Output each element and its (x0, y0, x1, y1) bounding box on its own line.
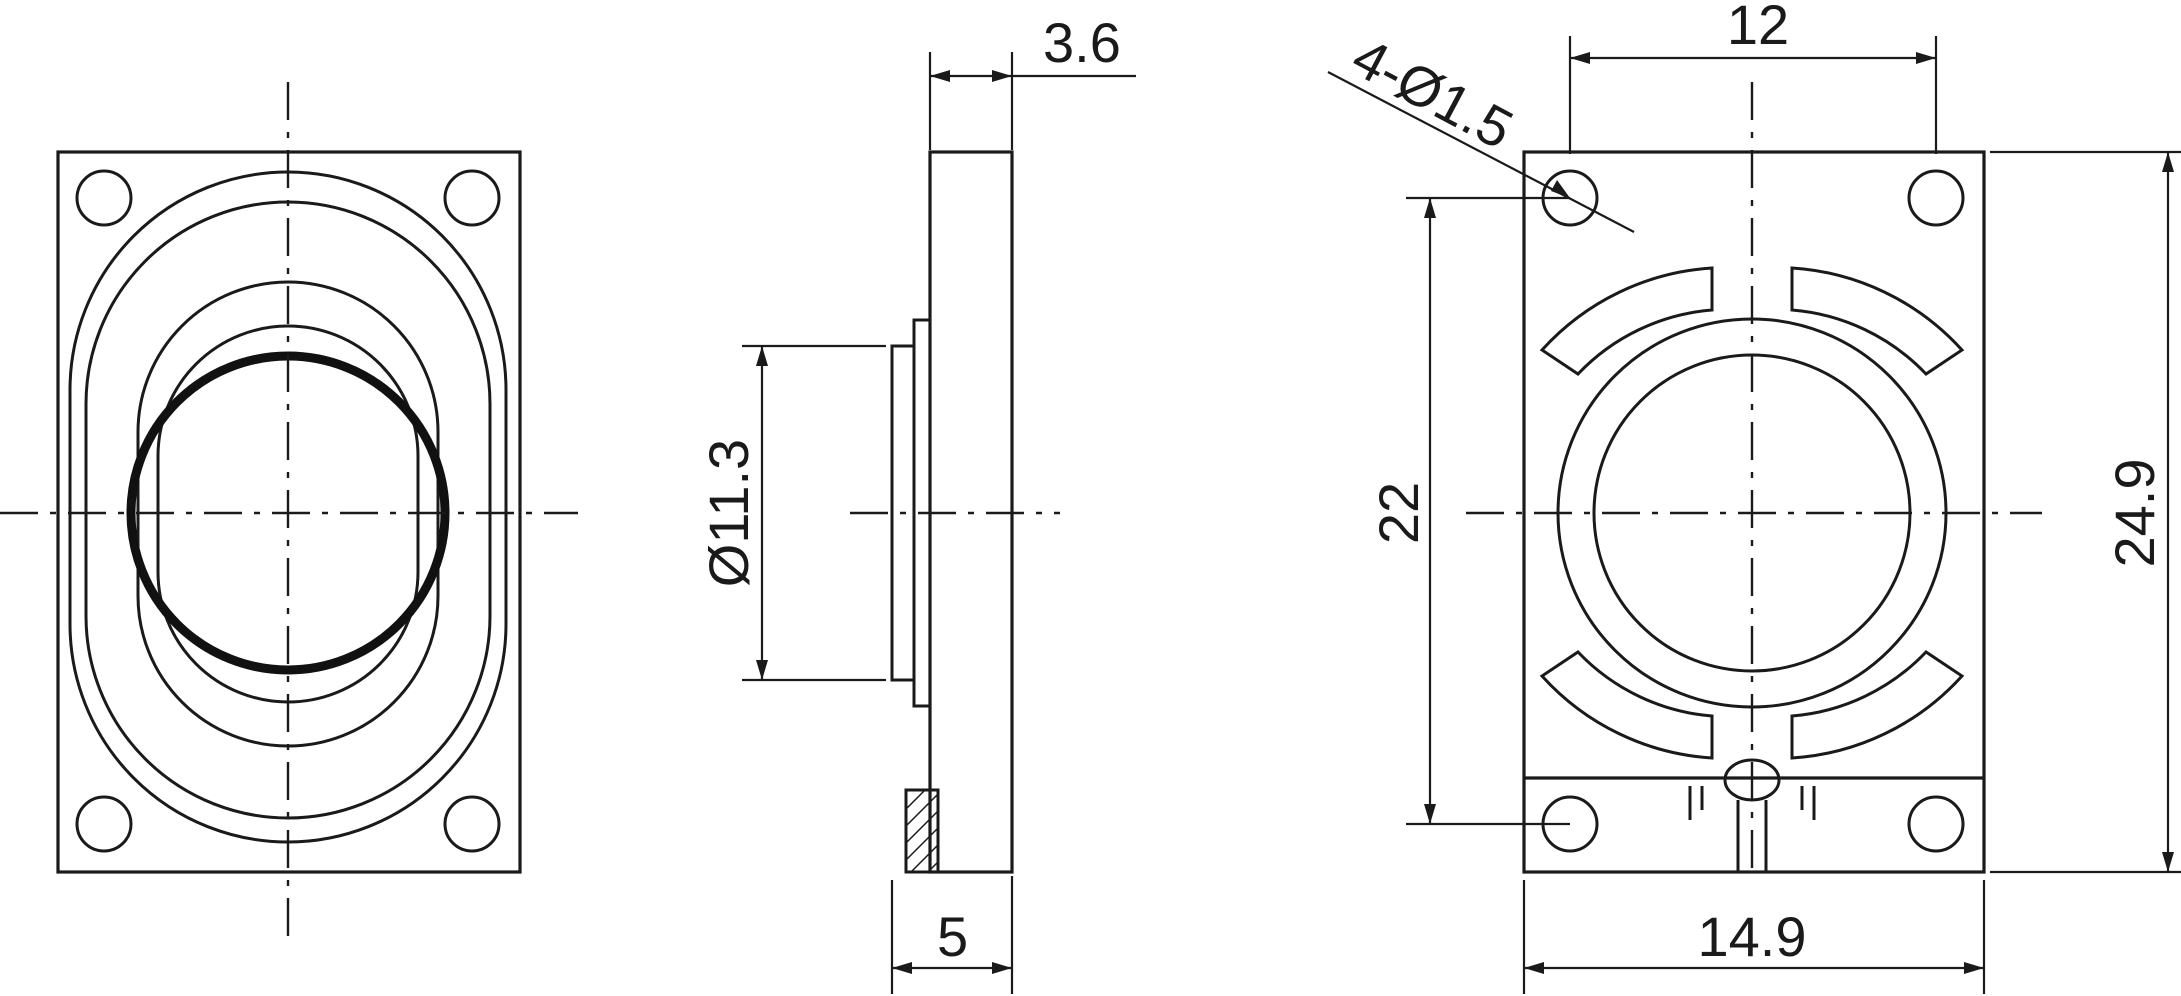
dim-label-height: 24.9 (2103, 459, 2166, 568)
front-mount-hole-top-right (443, 169, 501, 227)
back-mount-hole-bottom-right (1907, 795, 1965, 853)
dim-arrow (1424, 804, 1436, 824)
dim-label-diameter: Ø11.3 (697, 439, 760, 587)
dim-label-thickness-bottom: 5 (937, 905, 968, 968)
back-frame (1522, 150, 1986, 874)
back-vent-slot-bottom-left (1539, 650, 1714, 760)
dim-arrow (1964, 962, 1984, 974)
side-cover-plate (890, 344, 916, 682)
dim-label-holes: 4-Ø1.5 (1342, 25, 1523, 161)
dim-arrow (1570, 52, 1590, 64)
dim-label-hole-spacing-x: 12 (1727, 0, 1789, 56)
dim-arrow (1551, 180, 1570, 198)
front-mount-hole-bottom-left (75, 795, 133, 853)
dim-arrow (756, 346, 768, 366)
front-mount-hole-top-left (75, 169, 133, 227)
dim-arrow (992, 70, 1012, 82)
side-view: 3.6 5 Ø11.3 (697, 11, 1136, 994)
front-mount-hole-bottom-right (443, 795, 501, 853)
dim-arrow (892, 962, 912, 974)
dim-arrow (1424, 198, 1436, 218)
dim-arrow (930, 70, 950, 82)
dim-arrow (992, 962, 1012, 974)
dim-arrow (1524, 962, 1544, 974)
dim-label-thickness-top: 3.6 (1043, 11, 1121, 74)
dim-label-hole-spacing-y: 22 (1367, 482, 1430, 544)
front-view (0, 82, 578, 942)
dim-label-width: 14.9 (1698, 905, 1807, 968)
back-vent-slot-bottom-right (1790, 650, 1965, 760)
back-vent-slot-top-left (1539, 266, 1714, 376)
side-terminal-hatched (904, 788, 940, 874)
dim-arrow (756, 660, 768, 680)
dim-arrow (2162, 152, 2174, 172)
dim-arrow (1916, 52, 1936, 64)
back-mount-hole-top-right (1907, 169, 1965, 227)
dim-arrow (2162, 852, 2174, 872)
back-vent-slot-top-right (1790, 266, 1965, 376)
back-view: 12 4-Ø1.5 22 24.9 14.9 (1327, 0, 2181, 994)
